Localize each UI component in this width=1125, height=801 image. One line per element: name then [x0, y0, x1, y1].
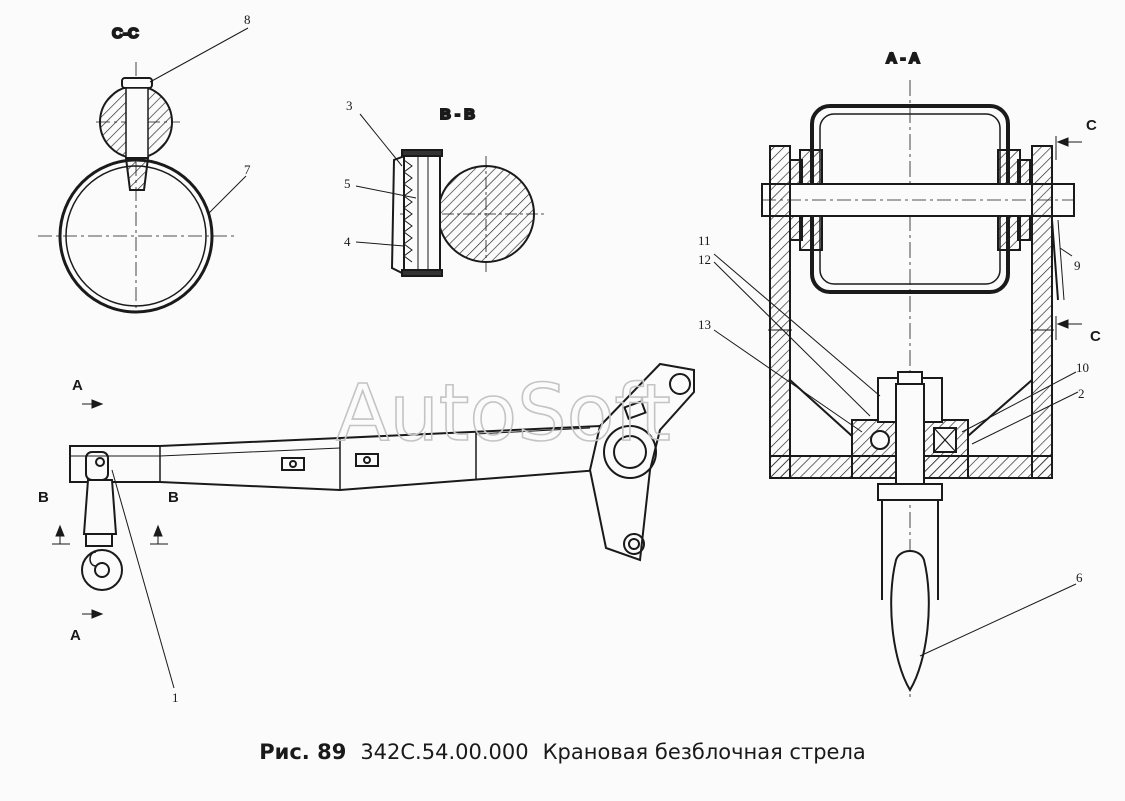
section-b-b-title: B - B: [440, 106, 475, 123]
section-b-b: B - B 3 5 4: [344, 98, 545, 277]
callout-11: 11: [698, 233, 711, 248]
section-a-a: A - A: [698, 49, 1101, 700]
callout-13: 13: [698, 317, 711, 332]
caption-prefix: Рис. 89: [259, 740, 347, 764]
section-a-a-title: A - A: [886, 50, 920, 67]
caption-code: 342С.54.00.000: [360, 740, 529, 764]
callout-3: 3: [346, 98, 353, 113]
callout-4: 4: [344, 234, 351, 249]
boom-side-view: A A B B 1: [38, 362, 695, 705]
caption-title: Крановая безблочная стрела: [542, 740, 866, 764]
marker-a-top: A: [72, 377, 83, 394]
marker-c-top: C: [1086, 117, 1097, 134]
watermark: AutoSoft: [336, 369, 671, 459]
callout-6: 6: [1076, 570, 1083, 585]
marker-a-bottom: A: [70, 627, 81, 644]
callout-10: 10: [1076, 360, 1089, 375]
callout-1: 1: [172, 690, 179, 705]
section-c-c-title: C-C: [112, 25, 139, 42]
marker-b-right: B: [168, 489, 179, 506]
callout-5: 5: [344, 176, 351, 191]
figure-caption: Рис. 89 342С.54.00.000 Крановая безблочная…: [0, 740, 1125, 764]
section-c-c: C-C 8 7: [38, 12, 251, 314]
marker-b-left: B: [38, 489, 49, 506]
callout-9: 9: [1074, 258, 1081, 273]
callout-8: 8: [244, 12, 251, 27]
marker-c-bottom: C: [1090, 328, 1101, 345]
callout-12: 12: [698, 252, 711, 267]
callout-7: 7: [244, 162, 251, 177]
callout-2: 2: [1078, 386, 1085, 401]
